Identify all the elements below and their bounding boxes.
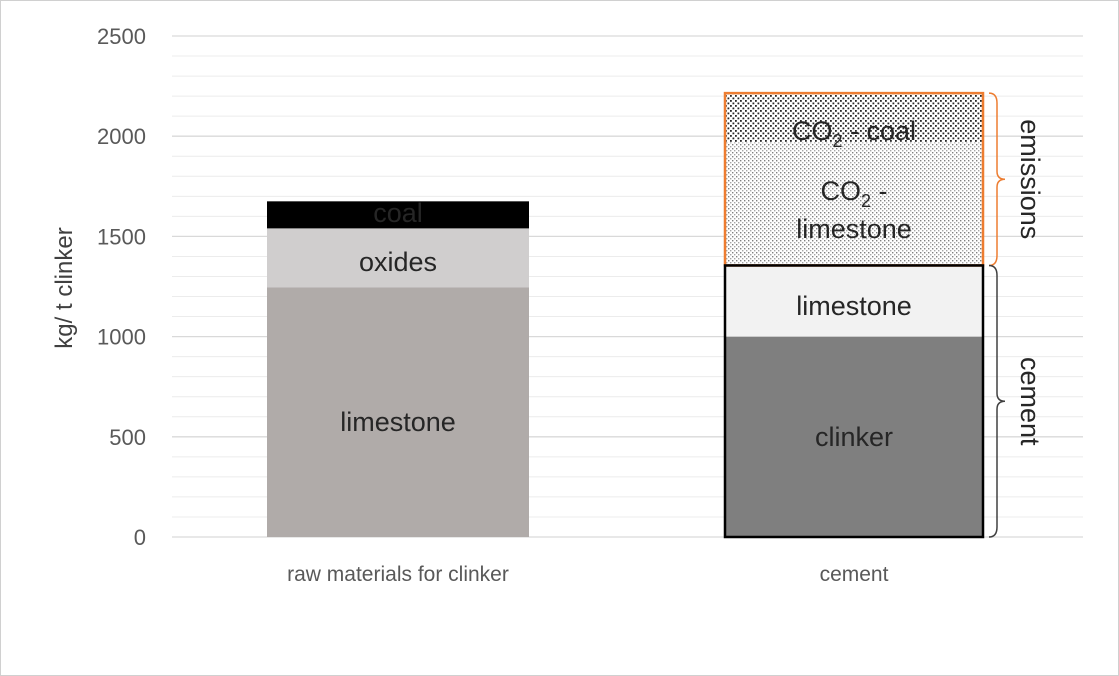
segment-label-limestone: limestone <box>340 407 456 437</box>
bar-segment-oxides <box>267 228 529 288</box>
group-outline-cement <box>723 264 985 539</box>
segment-label-oxides: oxides <box>359 247 437 277</box>
y-tick-label: 1000 <box>97 325 146 350</box>
y-tick-label: 500 <box>109 425 146 450</box>
segment-label-limestone: limestone <box>796 291 912 321</box>
segment-label-co2---coal: CO2 - coal <box>792 116 916 151</box>
segment-label-co2---limestone-line2: limestone <box>796 214 912 244</box>
bar-segment-co2---limestone <box>725 142 983 266</box>
bar-segment-limestone <box>725 265 983 337</box>
y-tick-label: 0 <box>134 525 146 550</box>
bar-segment-co2---coal <box>725 93 983 143</box>
segment-label-co2---limestone: CO2 - <box>820 176 887 211</box>
group-braces: emissions cement <box>723 91 1045 539</box>
x-axis-categories: raw materials for clinker cement <box>287 563 888 586</box>
segment-label-clinker: clinker <box>815 422 893 452</box>
bar-segment-limestone <box>267 287 529 537</box>
brace-emissions <box>988 92 1006 267</box>
y-tick-label: 1500 <box>97 224 146 249</box>
bars <box>267 93 983 537</box>
brace-cement <box>988 264 1006 538</box>
group-label-emissions: emissions <box>1015 119 1045 239</box>
segment-label-coal: coal <box>373 198 423 228</box>
group-label-cement: cement <box>1015 357 1045 446</box>
y-axis-ticks: 0 500 1000 1500 2000 2500 <box>97 24 146 550</box>
bar-segment-coal <box>267 201 529 229</box>
y-tick-label: 2500 <box>97 24 146 49</box>
y-axis-label: kg/ t clinker <box>51 227 78 348</box>
x-category-label: cement <box>820 563 889 586</box>
y-tick-label: 2000 <box>97 124 146 149</box>
x-category-label: raw materials for clinker <box>287 563 509 586</box>
bar-segment-clinker <box>725 336 983 537</box>
